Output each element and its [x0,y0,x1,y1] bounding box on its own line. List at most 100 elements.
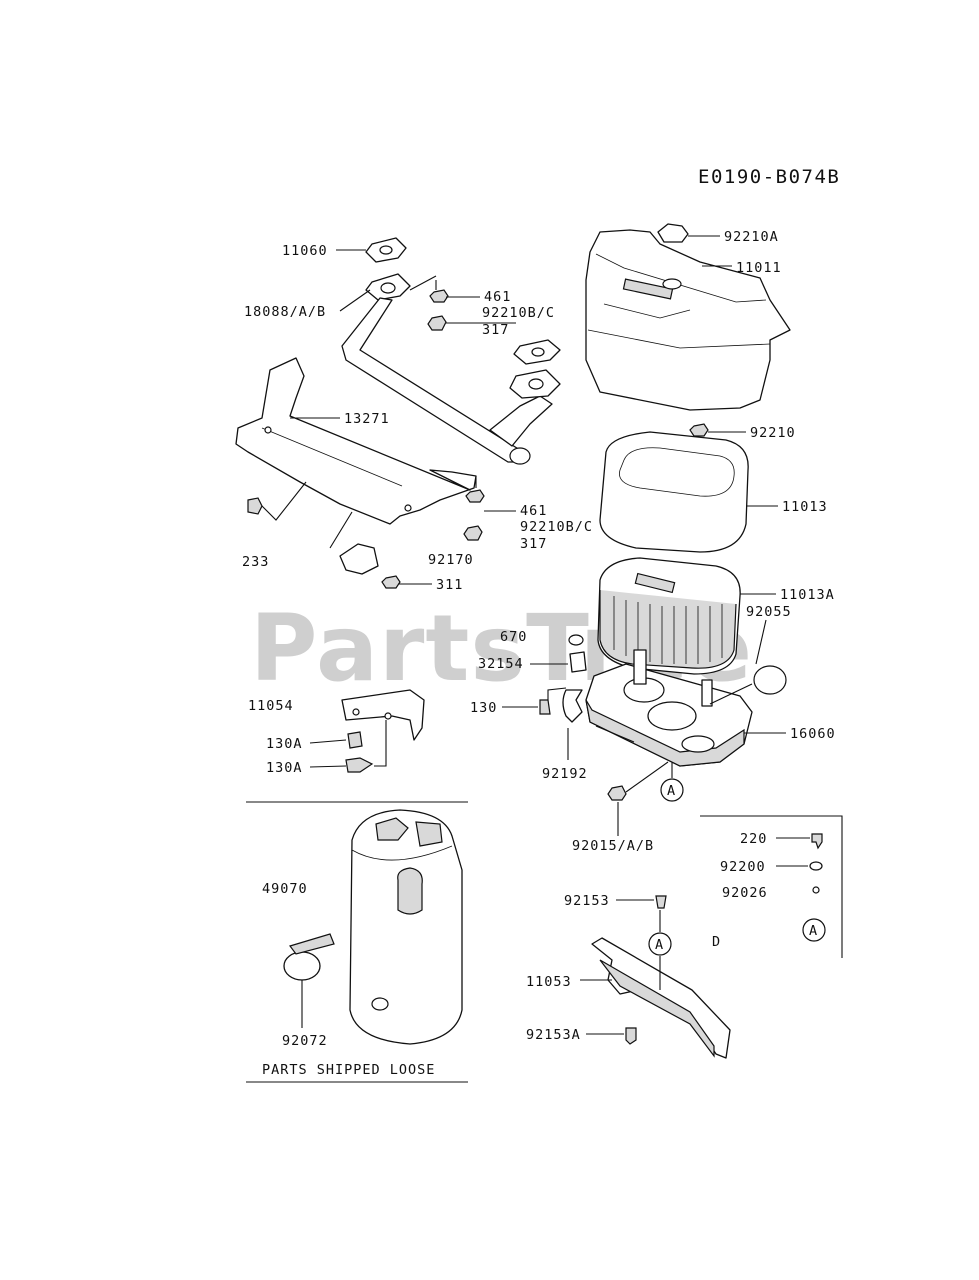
muffler-warning-decal-icon [415,821,443,847]
cover-edge [587,329,771,349]
callout-11013: 11013 [782,499,828,515]
callout-461b: 461 [520,503,547,519]
gasket-right-hole [531,347,545,357]
clamp-92072-bolt [289,933,335,955]
muffler-49070 [349,809,463,1045]
callout-13271: 13271 [344,411,390,427]
callout-92026: 92026 [722,885,768,901]
bracket-11054 [309,689,425,773]
leaders-upper-left [261,249,516,585]
callout-92210bc-b: 92210B/C [520,519,593,535]
base-stud-1 [633,649,647,685]
bolt-130a-1-icon [347,731,363,749]
screw-220-icon [811,833,823,850]
section-d: D [700,815,843,958]
callout-92153: 92153 [564,893,610,909]
air-cleaner-cover-11011 [585,223,791,411]
callout-317b: 317 [520,536,547,552]
muffler-hot-decal-icon [375,817,409,841]
foam-inner [619,447,735,497]
bolt-130a-2-icon [345,757,374,773]
foam-element-11013 [599,431,778,553]
oring-92055-icon [753,665,787,695]
cover-body [585,229,791,411]
callout-92015: 92015/A/B [572,838,654,854]
fitting-32154-icon [569,651,587,673]
pipe-elbow [489,395,553,447]
callout-11011: 11011 [736,260,782,276]
callout-32154: 32154 [478,656,524,672]
knob-92210a [657,223,689,243]
washer-92200-icon [809,861,823,871]
cover-knob-hole [662,278,682,290]
callout-92170: 92170 [428,552,474,568]
callout-311: 311 [436,577,463,593]
muffler-outlet [397,867,423,915]
heat-shield-13271 [235,357,477,525]
callout-92200: 92200 [720,859,766,875]
callout-18088: 18088/A/B [244,304,326,320]
callout-92210: 92210 [750,425,796,441]
ref-marker-a-1 [660,778,684,802]
heat-shield-hole-2 [404,504,412,512]
pipe-outlet [509,447,531,465]
callout-49070: 49070 [262,881,308,897]
bracket-11054-body [341,689,425,741]
bracket-11054-hole [352,708,360,716]
muffler-port [371,997,389,1011]
callout-11013a: 11013A [780,587,835,603]
bracket-11053 [580,895,731,1059]
callout-92072: 92072 [282,1033,328,1049]
bracket-11053-side [599,959,715,1058]
ref-marker-a-2 [648,932,672,956]
paper-label [634,572,676,594]
flange-hole-right [528,378,544,390]
bracket-11054-hole-2 [384,712,392,720]
callout-130: 130 [470,700,497,716]
bolt-92153a-icon [625,1027,637,1045]
callout-670: 670 [500,629,527,645]
ref-marker-a-3 [802,918,826,942]
section-marker-d: D [712,934,721,950]
air-cleaner-base-16060 [585,649,786,767]
gasket-hole [379,245,393,255]
flange-hole [380,282,396,294]
callout-130a-1: 130A [266,736,303,752]
callout-233: 233 [242,554,269,570]
callout-130a-2: 130A [266,760,303,776]
callout-92153a: 92153A [526,1027,581,1043]
callout-11053: 11053 [526,974,572,990]
clamp-92072 [283,951,321,981]
callout-92210bc-a: 92210B/C [482,305,555,321]
bolt-92153-icon [655,895,667,909]
screw-130-icon [539,699,551,715]
nut-461a-icon [429,289,449,303]
nut-92015-icon [607,785,627,801]
ref-marker-a-3-text: A [809,923,818,939]
ref-marker-a-2-text: A [655,937,664,953]
muffler-top-edge [351,845,453,861]
paper-element-11013a [597,557,776,675]
diagram-code: E0190-B074B [698,166,840,188]
callout-11060: 11060 [282,243,328,259]
base-port-3 [681,735,715,753]
exhaust-pipe-assembly [341,237,561,465]
hardware-upper [247,289,485,589]
base-port-2 [647,701,697,731]
callout-16060: 16060 [790,726,836,742]
nut-311-icon [381,575,401,589]
heat-shield-body [235,357,477,525]
bolt-233-icon [247,497,263,515]
hose-92192 [562,689,583,723]
callout-461a: 461 [484,289,511,305]
paper-pleat-lines [613,596,723,664]
heat-shield-hole [264,426,272,434]
callout-labels: 11060 18088/A/B 461 92210B/C 317 13271 4… [242,229,836,1049]
gasket-670-icon [568,634,584,646]
nut-92210bc-a-icon [427,315,447,331]
callout-220: 220 [740,831,767,847]
nut-92210bc-b-icon [463,525,483,541]
cover-label-plate [622,278,674,300]
callout-11054: 11054 [248,698,294,714]
parts-shipped-loose-label: PARTS SHIPPED LOOSE [262,1062,435,1078]
